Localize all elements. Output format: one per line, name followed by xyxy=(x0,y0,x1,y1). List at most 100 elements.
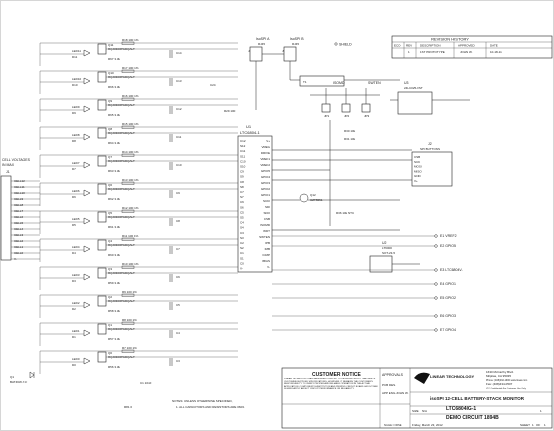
filter-cap: C8 xyxy=(176,219,180,223)
ic-left-pin: S5 xyxy=(240,216,244,220)
zener-ref: D6 xyxy=(72,195,76,199)
led-ref: LED11 xyxy=(72,49,81,53)
notes-line1: NOTES: UNLESS OTHERWISE SPECIFIED, xyxy=(172,399,233,403)
mosfet-symbol xyxy=(97,351,107,363)
led-ref: LED2 xyxy=(72,301,80,305)
mosfet-ref: Q7 xyxy=(108,155,112,159)
mosfet-symbol xyxy=(97,323,107,335)
ic-left-pin: C0 xyxy=(240,261,244,265)
gate-resistor: R67 3.3k xyxy=(108,57,121,61)
filter-cap: C9 xyxy=(176,191,180,195)
gate-resistor: R62 3.3k xyxy=(108,197,121,201)
gate-resistor: R61 3.3k xyxy=(108,225,121,229)
ic-right-pin: ISOMD xyxy=(260,223,271,227)
main-ic-ref: U1 xyxy=(246,124,252,129)
q12-ref: Q12 xyxy=(310,193,316,197)
company-name: LINEAR TECHNOLOGY xyxy=(430,374,475,379)
ic-left-pin: C9 xyxy=(240,170,244,174)
channel-bus xyxy=(39,42,238,374)
shield-label: SHIELD xyxy=(339,43,352,47)
resistor-symbol xyxy=(121,209,135,213)
title-block: CUSTOMER NOTICE LINEAR TECHNOLOGY HAS MA… xyxy=(281,367,553,429)
r30-label: R30 10k xyxy=(344,129,356,133)
balance-resistor: R15 100 1% xyxy=(122,122,139,126)
ic-left-pin: C2 xyxy=(240,241,244,245)
gate-resistor: R56 3.3k xyxy=(108,365,121,369)
fax: Fax: (408)434-0507 xyxy=(486,382,513,386)
zener-ref: D5 xyxy=(72,223,76,227)
revision-history: REVISION HISTORY ECO REV DESCRIPTION APP… xyxy=(391,35,553,59)
bottom-diode-part: BAT46W-7-F xyxy=(10,380,27,384)
gpio-label: E6 GPIO3 xyxy=(440,314,456,318)
ic-right-pin: GPIO1 xyxy=(261,193,271,197)
mosfet-symbol xyxy=(97,43,107,55)
of-value: 1 xyxy=(544,423,546,427)
rev-header-desc: DESCRIPTION xyxy=(420,44,441,48)
test-point-icon xyxy=(434,244,438,248)
revision-title: REVISION HISTORY xyxy=(431,37,469,42)
ic-right-pin: VREF2 xyxy=(260,163,270,167)
led-symbol xyxy=(83,161,91,169)
gpio-label: E3 LTC6804V- xyxy=(440,268,464,272)
r-vreg-label: R29 100 xyxy=(224,109,236,113)
led-symbol xyxy=(83,49,91,57)
isomd-label: ISOMD xyxy=(333,81,345,85)
filter-cap: C3 xyxy=(176,359,180,363)
ic-right-pin: VREF1 xyxy=(260,157,270,161)
balance-resistor: R17 100 1% xyxy=(122,66,139,70)
isospi-b-label: IsoSPI B xyxy=(290,37,304,41)
ic-right-pin: V- xyxy=(267,265,270,269)
led-symbol xyxy=(83,301,91,309)
mosfet-ref: Q8 xyxy=(108,127,112,131)
mosfet-symbol xyxy=(97,239,107,251)
filter-cap: C4 xyxy=(176,331,180,335)
mosfet-symbol xyxy=(97,127,107,139)
rev-row-approved: JOHN W. xyxy=(460,50,473,54)
test-point-icon xyxy=(434,234,438,238)
j2-part: SPI BUTTONS xyxy=(420,147,440,151)
ic-left-pin: S2 xyxy=(240,246,244,250)
cell-connector: CELL VOLTAGES IN MAX J1 CELL12CELL11CELL… xyxy=(0,158,40,261)
resistor-symbol xyxy=(121,293,135,297)
mosfet-symbol xyxy=(97,71,107,83)
resistor-symbol xyxy=(121,97,135,101)
gate-resistor: R65 3.3k xyxy=(108,113,121,117)
ltc-confidential: LTC Confidential-For Customer Use Only xyxy=(486,387,527,390)
bottom-left-block: Q1 BAT46W-7-F R81 0 C1 10nF xyxy=(10,371,152,409)
j2-pin-label: MOSI xyxy=(414,165,422,169)
j2-pin-label: CSB xyxy=(414,155,420,159)
customer-notice-text: LINEAR TECHNOLOGY HAS MADE A BEST EFFORT… xyxy=(284,378,378,391)
rev-row-desc: 1ST PROTOTYPE xyxy=(420,50,445,54)
led-symbol xyxy=(83,357,91,365)
ic-left-pin: S12 xyxy=(240,144,246,148)
main-ic: U1 LTC6804-1 C12S12C11S11C10S10C9S9C8S8C… xyxy=(237,124,273,273)
resistor-symbol xyxy=(121,321,135,325)
j2-pin-label: GND xyxy=(414,174,422,178)
ic-right-pin: IPB xyxy=(265,241,270,245)
size-label: SIZE xyxy=(412,409,419,413)
filter-cap: C11 xyxy=(176,135,182,139)
zener-ref: D8 xyxy=(72,139,76,143)
resistor-symbol xyxy=(121,69,135,73)
ic-right-pin: IBIAS xyxy=(262,259,270,263)
pcb-des-label: PCB DES. xyxy=(382,383,396,387)
mosfet-ref: Q0 xyxy=(108,351,112,355)
jp3-label: JP3 xyxy=(364,114,370,118)
zener-ref: D2 xyxy=(72,307,76,311)
app-eng-label: APP ENG. xyxy=(382,391,396,395)
sheet-label: SHEET xyxy=(520,423,530,427)
test-point-icon xyxy=(434,296,438,300)
gate-resistor: R66 3.3k xyxy=(108,85,121,89)
j2-pin-label: V+ xyxy=(414,179,418,183)
u3-part: 24LC025-I/ST xyxy=(404,86,423,90)
gate-resistor: R60 3.3k xyxy=(108,253,121,257)
transformer-label: T1 xyxy=(303,80,307,84)
ic-left-pin: S11 xyxy=(240,154,245,158)
ic-left-pin: C12 xyxy=(240,139,246,143)
j2-ref: J2 xyxy=(428,142,432,146)
cell-connector-ref: J1 xyxy=(6,170,10,174)
test-point-icon xyxy=(434,314,438,318)
